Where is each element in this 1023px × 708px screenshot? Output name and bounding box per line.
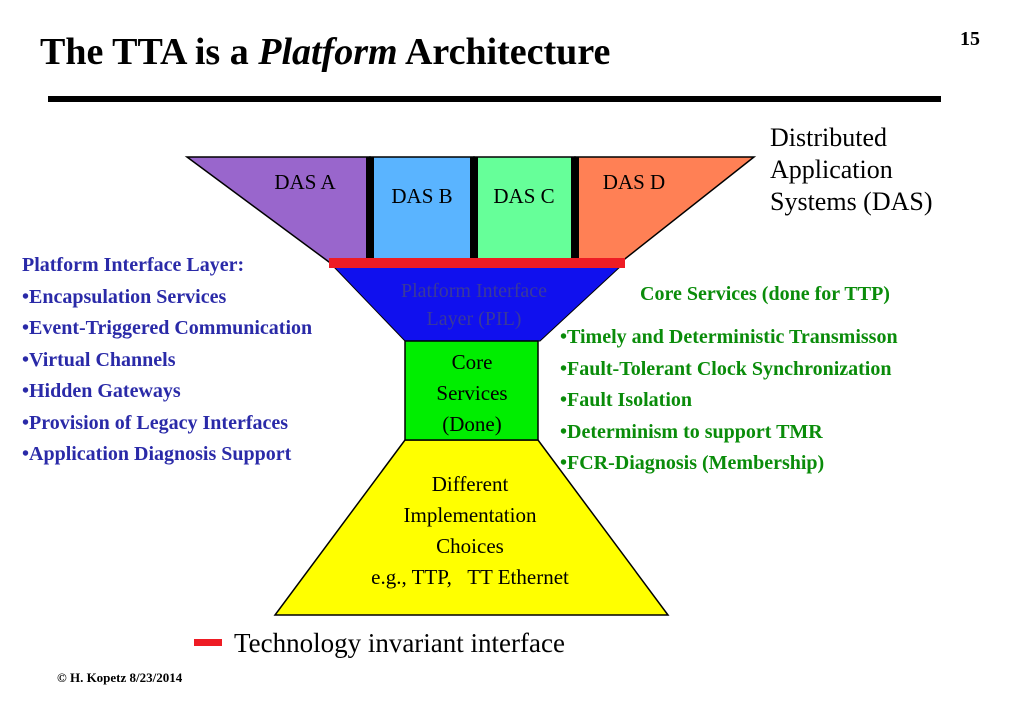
- das-separator: [470, 157, 478, 262]
- das-caption-line: Distributed: [770, 123, 887, 152]
- title-underline: [48, 96, 941, 102]
- core-list-item: •Fault-Tolerant Clock Synchronization: [560, 357, 892, 380]
- das-c-block: [473, 156, 576, 263]
- das-caption-line: Systems (DAS): [770, 187, 933, 216]
- core-label: Core: [452, 350, 493, 374]
- core-label: (Done): [442, 412, 501, 436]
- core-label: Services: [436, 381, 507, 405]
- das-b-label: DAS B: [391, 184, 452, 208]
- core-list-item: •FCR-Diagnosis (Membership): [560, 452, 825, 474]
- das-b-block: [369, 156, 475, 263]
- legend-red-swatch: [194, 639, 222, 646]
- core-list-title: Core Services (done for TTP): [640, 283, 890, 305]
- pil-list-item: •Encapsulation Services: [22, 285, 227, 308]
- pil-label: Layer (PIL): [427, 308, 522, 330]
- core-feature-list: •Timely and Deterministic Transmisson •F…: [560, 322, 898, 480]
- copyright-footer: © H. Kopetz 8/23/2014: [57, 670, 183, 685]
- das-a-label: DAS A: [274, 170, 336, 194]
- das-c-label: DAS C: [493, 184, 554, 208]
- core-list-item: •Fault Isolation: [560, 389, 693, 411]
- title-emphasis: Platform: [258, 31, 398, 73]
- core-services-block: [404, 340, 539, 441]
- pil-label: Platform Interface: [401, 280, 547, 302]
- das-caption-line: Application: [770, 155, 893, 184]
- das-separator: [366, 157, 374, 262]
- pil-list-item: •Provision of Legacy Interfaces: [22, 411, 289, 434]
- pil-list-item: •Hidden Gateways: [22, 380, 181, 402]
- slide-title: The TTA is a Platform Architecture: [40, 30, 610, 74]
- page-number: 15: [960, 28, 980, 50]
- legend-text: Technology invariant interface: [234, 628, 565, 658]
- core-list-item: •Determinism to support TMR: [560, 420, 823, 443]
- pil-list-item: •Application Diagnosis Support: [22, 443, 292, 465]
- core-list-item: •Timely and Deterministic Transmisson: [560, 326, 898, 348]
- title-prefix: The TTA is a: [40, 31, 259, 73]
- impl-label: e.g., TTP, TT Ethernet: [371, 565, 569, 589]
- pil-list-item: •Virtual Channels: [22, 348, 176, 371]
- impl-label: Implementation: [404, 503, 537, 527]
- pil-list-title: Platform Interface Layer:: [22, 254, 245, 276]
- das-d-label: DAS D: [603, 170, 665, 194]
- title-suffix: Architecture: [397, 31, 611, 73]
- impl-label: Different: [432, 472, 509, 496]
- das-separator: [571, 157, 579, 262]
- impl-label: Choices: [436, 534, 504, 558]
- pil-feature-list: Platform Interface Layer: •Encapsulation…: [22, 250, 312, 471]
- pil-list-item: •Event-Triggered Communication: [22, 317, 313, 339]
- technology-invariant-interface-bar: [329, 258, 625, 268]
- das-caption: Distributed Application Systems (DAS): [770, 122, 933, 218]
